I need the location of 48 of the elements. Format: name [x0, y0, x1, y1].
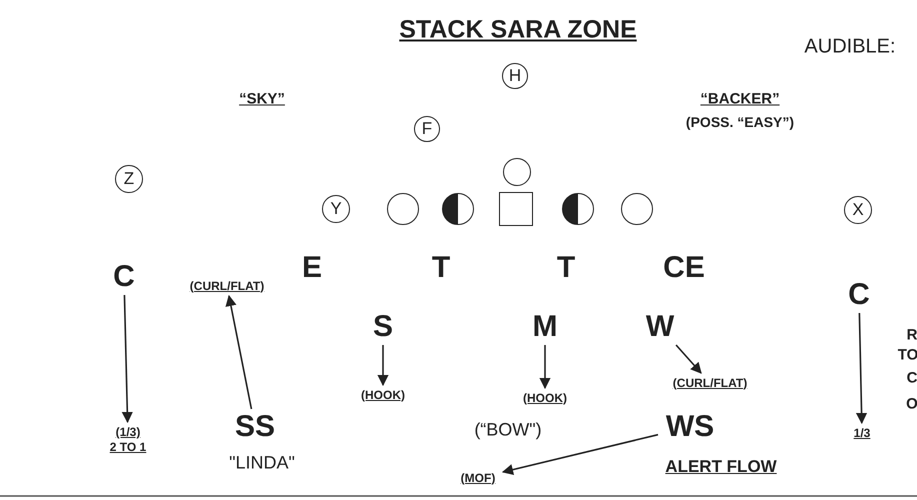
- call-label: “BACKER”: [700, 90, 780, 108]
- zone-label: 1/3: [849, 425, 875, 441]
- alert-note: ALERT FLOW: [665, 457, 777, 477]
- arrow: [122, 294, 133, 424]
- arrow: [225, 294, 252, 410]
- nickname-text: (“BOW"): [474, 420, 542, 440]
- zone-label: (1/3): [116, 425, 140, 440]
- arrow: [502, 434, 658, 476]
- arrow: [377, 345, 389, 386]
- zone-label: (CURL/FLAT): [664, 375, 756, 391]
- note-text: C: [906, 370, 917, 386]
- player-circle: [503, 158, 531, 186]
- defender-letter: C: [110, 261, 138, 293]
- arrow: [539, 345, 551, 390]
- player-circle: F: [414, 116, 440, 142]
- call-note: (POSS. “EASY”): [686, 114, 794, 130]
- arrow: [675, 344, 702, 374]
- player-circle: [562, 193, 594, 225]
- nickname-text: "LINDA": [229, 452, 295, 474]
- note-text: R: [906, 326, 917, 344]
- arrow: [856, 312, 868, 424]
- defender-letter: SS: [231, 411, 279, 443]
- player-circle: [442, 193, 474, 225]
- defender-letter: W: [642, 311, 678, 343]
- defender-letter: T: [428, 252, 454, 284]
- zone-label: (CURL/FLAT): [181, 278, 273, 294]
- zone-label: (MOF): [455, 470, 501, 486]
- defender-letter: E: [299, 252, 325, 284]
- player-circle: Y: [322, 195, 350, 223]
- player-circle: H: [502, 63, 528, 89]
- defender-letter: C: [845, 279, 873, 311]
- zone-label: (HOOK): [515, 390, 575, 406]
- center-square: [499, 192, 533, 226]
- audible-label: AUDIBLE:: [804, 36, 896, 58]
- defender-letter: WS: [660, 411, 720, 443]
- defender-letter: CE: [659, 252, 709, 284]
- zone-label: 2 TO 1: [110, 440, 146, 455]
- zone-label: (HOOK): [353, 387, 413, 403]
- call-label: “SKY”: [239, 90, 285, 108]
- player-circle: [387, 193, 419, 225]
- defender-letter: M: [529, 311, 561, 343]
- defender-letter: T: [553, 252, 579, 284]
- player-circle: Z: [115, 165, 143, 193]
- player-circle: X: [844, 196, 872, 224]
- title: STACK SARA ZONE: [399, 16, 637, 44]
- defender-letter: S: [370, 311, 396, 343]
- player-circle: [621, 193, 653, 225]
- note-text: O: [906, 396, 917, 412]
